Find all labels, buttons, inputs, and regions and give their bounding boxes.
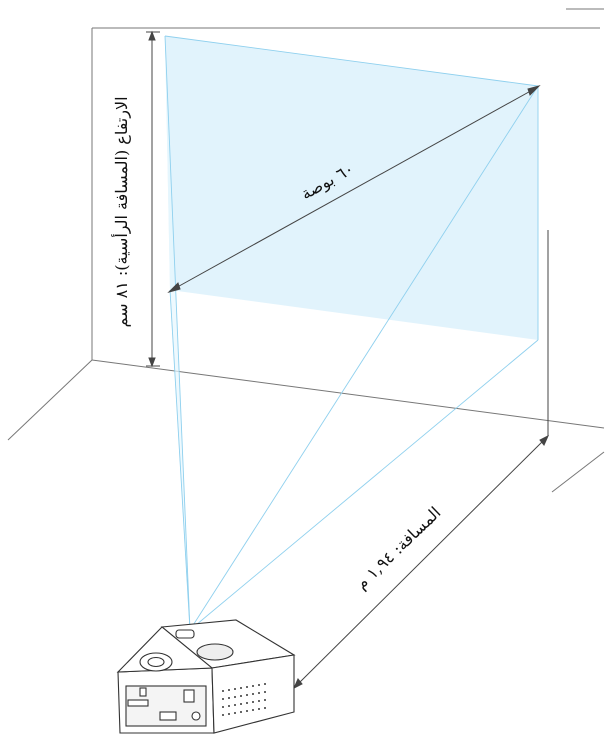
projector-top-button	[175, 629, 195, 639]
height-arrow-top	[148, 30, 156, 41]
floor-left-edge	[7, 359, 93, 441]
floor-right-edge	[551, 451, 605, 493]
beam-line-bottom-right	[189, 339, 539, 631]
diagonal-arrow-start	[167, 282, 181, 293]
screen-edge-top	[164, 35, 539, 87]
status-light	[139, 687, 147, 697]
hdmi-port	[159, 711, 177, 721]
audio-port	[191, 711, 201, 721]
distance-label: المسافة: ١,٩٤ م	[352, 503, 445, 593]
height-dimension	[146, 30, 160, 368]
distance-arrow-end	[292, 678, 303, 690]
beam-line-bottom-left	[169, 289, 191, 631]
projector-lens	[147, 656, 165, 668]
diagonal-arrow-end	[527, 85, 541, 96]
sd-slot	[127, 699, 149, 707]
distance-dimension	[292, 230, 550, 690]
floor-back-edge	[91, 359, 605, 429]
diagonal-dimension	[167, 85, 541, 293]
beam-line-top-left	[164, 35, 191, 631]
projection-area	[164, 35, 539, 631]
height-label: الارتفاع (المسافة الرأسية): ٨١ سم	[111, 96, 131, 327]
height-arrow-bottom	[148, 357, 156, 368]
projector-logo	[196, 643, 234, 661]
projector-vent-grille	[222, 683, 266, 716]
beam-line-top-right	[189, 85, 539, 631]
projector	[116, 619, 296, 734]
distance-arrow-start	[539, 434, 550, 446]
projected-screen	[165, 36, 538, 340]
usb-port	[183, 689, 195, 703]
diagonal-line	[171, 87, 537, 291]
distance-line	[295, 437, 547, 687]
